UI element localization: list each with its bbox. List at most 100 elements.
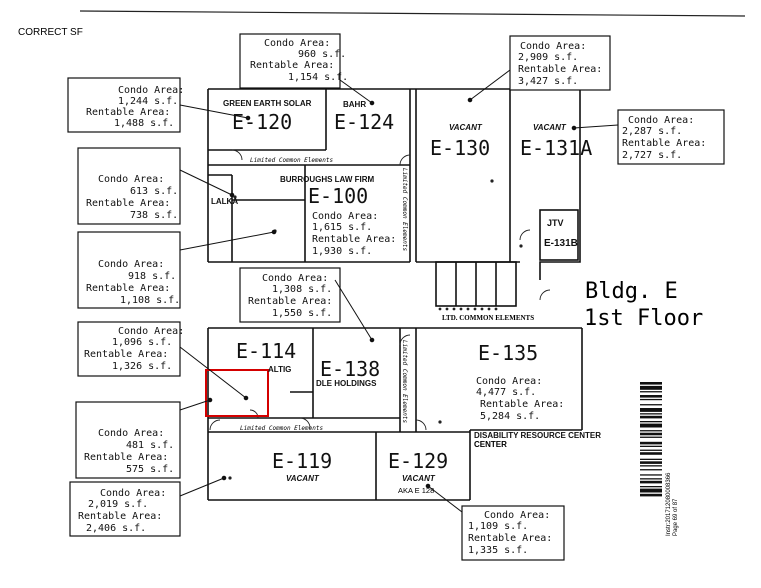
barcode-bar	[640, 465, 662, 467]
e114-rentable-value: 1,326 s.f.	[112, 361, 172, 372]
e124-rentable-value: 1,154 s.f.	[288, 72, 348, 83]
e138-condo-value: 1,308 s.f.	[272, 284, 332, 295]
e120-rentable-label: Rentable Area:	[86, 107, 170, 118]
e111-rentable-label: Rentable Area:	[86, 283, 170, 294]
barcode-bar	[640, 385, 662, 390]
top-rule	[79, 10, 746, 17]
tenant-burroughs-law-firm: BURROUGHS LAW FIRM	[280, 175, 375, 184]
barcode-bar	[640, 478, 662, 480]
e110-rentable-label: Rentable Area:	[86, 198, 170, 209]
building-walls	[207, 88, 583, 501]
e111-condo-value: 918 s.f.	[128, 271, 176, 282]
tenant-vacant-e131a: VACANT	[533, 123, 567, 132]
barcode-bar	[640, 452, 662, 455]
barcode-bar	[640, 398, 662, 401]
e138-rentable-label: Rentable Area:	[248, 296, 332, 307]
e124-condo-label: Condo Area:	[264, 38, 330, 49]
barcode-bar	[640, 395, 662, 398]
barcode-bar	[640, 432, 662, 436]
e150-condo-label: Condo Area:	[98, 428, 164, 439]
barcode-bar	[640, 382, 662, 385]
barcode-page: Page 69 of 87	[673, 498, 679, 536]
unit-e130-number: E-130	[430, 136, 490, 160]
e120-condo-label: Condo Area:	[118, 85, 184, 96]
e129-rentable-label: Rentable Area:	[468, 533, 552, 544]
e150-highlight	[205, 369, 269, 417]
barcode-bar	[640, 413, 662, 415]
barcode-bar	[640, 488, 662, 493]
e124-rentable-label: Rentable Area:	[250, 60, 334, 71]
limited-common-north: Limited Common Elements	[250, 157, 333, 164]
e130-condo-value: 2,909 s.f.	[518, 52, 578, 63]
tenant-center-line: CENTER	[474, 440, 507, 449]
e114-rentable-label: Rentable Area:	[84, 349, 168, 360]
e135-condo-label: Condo Area:	[476, 376, 542, 387]
e110-condo-label: Condo Area:	[98, 174, 164, 185]
e131a-condo-label: Condo Area:	[628, 115, 694, 126]
e138-condo-label: Condo Area:	[262, 273, 328, 284]
e130-rentable-value: 3,427 s.f.	[518, 76, 578, 87]
barcode-bar	[640, 486, 662, 488]
building-title: Bldg. E	[585, 279, 678, 304]
tenant-vacant-e119: VACANT	[286, 474, 320, 483]
barcode-bar	[640, 436, 662, 438]
e135-rentable-value: 5,284 s.f.	[480, 411, 540, 422]
unit-e124-number: E-124	[334, 110, 394, 134]
tenant-disability-resource-center: DISABILITY RESOURCE CENTER	[474, 431, 601, 440]
e129-condo-label: Condo Area:	[484, 510, 550, 521]
unit-e100-number: E-100	[308, 184, 368, 208]
e124-condo-value: 960 s.f.	[298, 49, 346, 60]
e110-condo-value: 613 s.f.	[130, 186, 178, 197]
unit-e138-number: E-138	[320, 357, 380, 381]
e119-condo-label: Condo Area:	[100, 488, 166, 499]
aka-e128: AKA E 128	[398, 486, 434, 495]
unit-e131a-number: E-131A	[520, 136, 592, 160]
unit-e120-number: E-120	[232, 110, 292, 134]
e100-condo-value: 1,615 s.f.	[312, 222, 372, 233]
barcode-bar	[640, 474, 662, 476]
e129-condo-value: 1,109 s.f.	[468, 521, 528, 532]
barcode-bar	[640, 469, 662, 471]
tenant-bahr: BAHR	[343, 100, 366, 109]
barcode-bar	[640, 408, 662, 412]
e150-condo-value: 481 s.f.	[126, 440, 174, 451]
e119-condo-value: 2,019 s.f.	[88, 499, 148, 510]
tenant-green-earth-solar: GREEN EARTH SOLAR	[223, 99, 312, 108]
e100-rentable-label: Rentable Area:	[312, 234, 396, 245]
barcode-bar	[640, 423, 662, 428]
e120-rentable-value: 1,488 s.f.	[114, 118, 174, 129]
tenant-vacant-e130: VACANT	[449, 123, 483, 132]
correct-sf-label: CORRECT SF	[18, 27, 83, 38]
e120-condo-value: 1,244 s.f.	[118, 96, 178, 107]
limited-common-south: Limited Common Elements	[240, 425, 323, 432]
e129-rentable-value: 1,335 s.f.	[468, 545, 528, 556]
leader-lines	[179, 69, 619, 513]
callout-boxes	[67, 33, 725, 561]
barcode-bar	[640, 421, 662, 423]
e130-condo-label: Condo Area:	[520, 41, 586, 52]
unit-e129-number: E-129	[388, 449, 448, 473]
e110-rentable-value: 738 s.f.	[130, 210, 178, 221]
recording-barcode	[640, 382, 662, 497]
e138-rentable-value: 1,550 s.f.	[272, 308, 332, 319]
e114-condo-value: 1,096 s.f.	[112, 337, 172, 348]
unit-e114-number: E-114	[236, 339, 296, 363]
e131a-rentable-value: 2,727 s.f.	[622, 150, 682, 161]
tenant-altig: ALTIG	[268, 365, 291, 374]
tenant-vacant-e129: VACANT	[402, 474, 436, 483]
e119-rentable-label: Rentable Area:	[78, 511, 162, 522]
e100-rentable-value: 1,930 s.f.	[312, 246, 372, 257]
barcode-bar	[640, 493, 662, 497]
e131a-condo-value: 2,287 s.f.	[622, 126, 682, 137]
e111-condo-label: Condo Area:	[98, 259, 164, 270]
unit-e119-number: E-119	[272, 449, 332, 473]
e150-rentable-value: 575 s.f.	[126, 464, 174, 475]
limited-common-vertical-south: Limited Common Elements	[401, 340, 408, 423]
e119-rentable-value: 2,406 s.f.	[86, 523, 146, 534]
e114-condo-label: Condo Area:	[118, 326, 184, 337]
tenant-lalka: LALKA	[211, 197, 238, 206]
unit-e135-number: E-135	[478, 341, 538, 365]
e130-rentable-label: Rentable Area:	[518, 64, 602, 75]
unit-e131b-number: E-131B	[544, 238, 578, 249]
